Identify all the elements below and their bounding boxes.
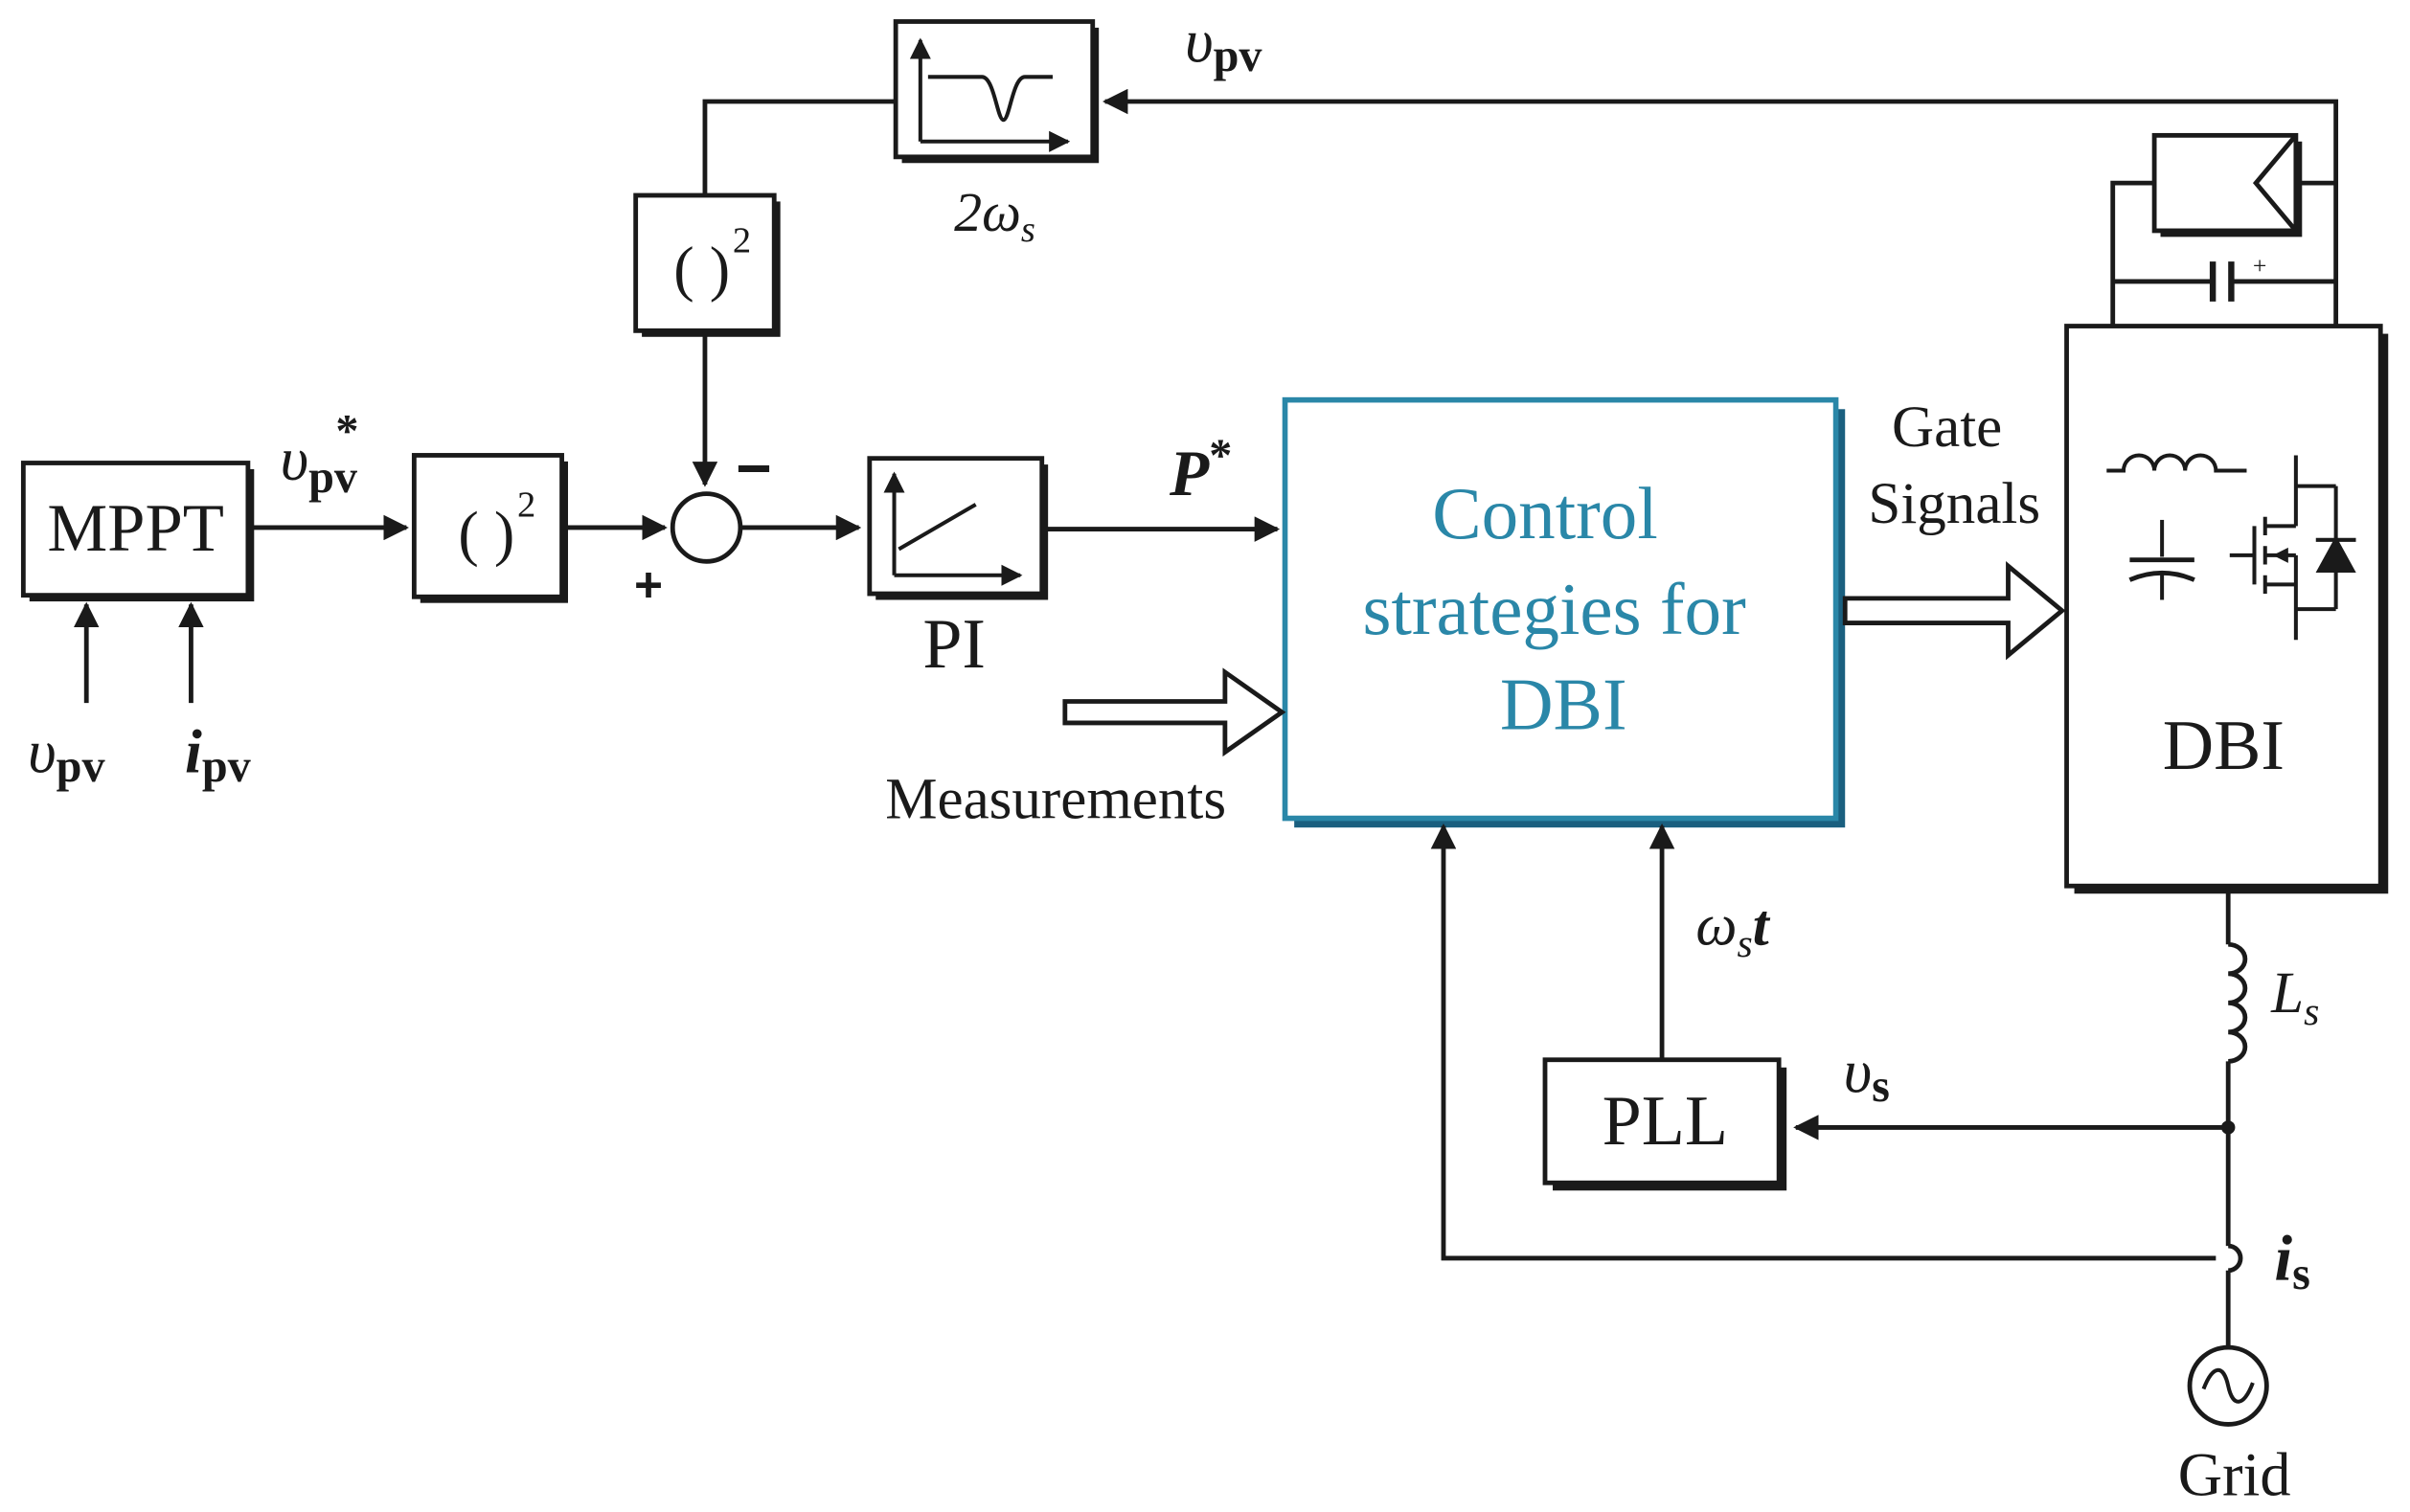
- pi-label: PI: [922, 604, 986, 683]
- measurements-arrow: [1062, 667, 1286, 757]
- label-vpv-feedback: υpv: [1185, 7, 1262, 81]
- square-ref-exponent: 2: [517, 485, 535, 526]
- label-sum-minus: −: [736, 434, 772, 503]
- square-fb-block: ( ) 2: [633, 192, 781, 337]
- control-title-line-3: DBI: [1500, 663, 1627, 745]
- control-title-line-1: Control: [1432, 472, 1658, 554]
- label-vpv-input: υpv: [28, 717, 105, 792]
- label-p-ref: P*: [1169, 431, 1232, 510]
- capacitor-icon: [2128, 519, 2195, 600]
- square-ref-label: ( ): [458, 499, 514, 567]
- pll-label: PLL: [1603, 1081, 1728, 1160]
- label-measurements: Measurements: [885, 768, 1226, 832]
- mppt-label: MPPT: [47, 491, 224, 566]
- label-cap-plus: +: [2253, 252, 2266, 280]
- dbi-block: DBI: [2064, 324, 2389, 894]
- label-gate-signals: Gate Signals: [1868, 395, 2040, 536]
- gate-signals-arrow: [1842, 560, 2066, 661]
- ac-source-icon: [2187, 1344, 2269, 1427]
- is-sensor-crossing: [2227, 1243, 2243, 1274]
- line-notch-to-square-fb: [702, 99, 897, 196]
- dbi-label: DBI: [2163, 706, 2285, 784]
- label-sum-plus: +: [634, 556, 663, 612]
- notch-filter-block: [893, 19, 1100, 164]
- inductor-icon: [2106, 453, 2247, 473]
- square-ref-block: ( ) 2: [411, 453, 568, 603]
- label-notch-frequency: 2ωs: [954, 181, 1035, 250]
- pv-panel: [2110, 132, 2336, 327]
- square-fb-label: ( ): [673, 235, 730, 303]
- ramp-response-icon: [883, 471, 1023, 586]
- control-block: [1282, 396, 1846, 828]
- mosfet-icon: [2229, 455, 2356, 641]
- line-vpv-feedback: [1102, 88, 2339, 327]
- label-is: is: [2274, 1222, 2310, 1299]
- label-vpv-ref-star: *: [335, 406, 358, 457]
- label-vs: υs: [1844, 1037, 1890, 1112]
- label-ipv-input: ipv: [185, 717, 252, 792]
- dc-capacitor: [2112, 261, 2336, 302]
- pll-block: PLL: [1542, 1057, 1787, 1191]
- label-vpv-ref: υpv: [281, 425, 358, 503]
- control-title-line-2: strategies for: [1362, 568, 1745, 650]
- control-title: Control strategies for DBI: [1362, 472, 1764, 745]
- pi-block: [867, 456, 1049, 600]
- grid-label: Grid: [2178, 1440, 2291, 1508]
- summing-junction: [670, 491, 743, 564]
- mppt-block: MPPT: [20, 461, 255, 602]
- pv-cell-icon: [2252, 133, 2298, 233]
- label-omega-t: ωst: [1695, 893, 1770, 966]
- notch-response-icon: [909, 37, 1071, 152]
- arrow-is-to-control: [1430, 823, 2217, 1261]
- ls-inductor-icon: [2228, 941, 2248, 1064]
- square-fb-exponent: 2: [733, 220, 751, 260]
- label-ls: Ls: [2270, 961, 2319, 1034]
